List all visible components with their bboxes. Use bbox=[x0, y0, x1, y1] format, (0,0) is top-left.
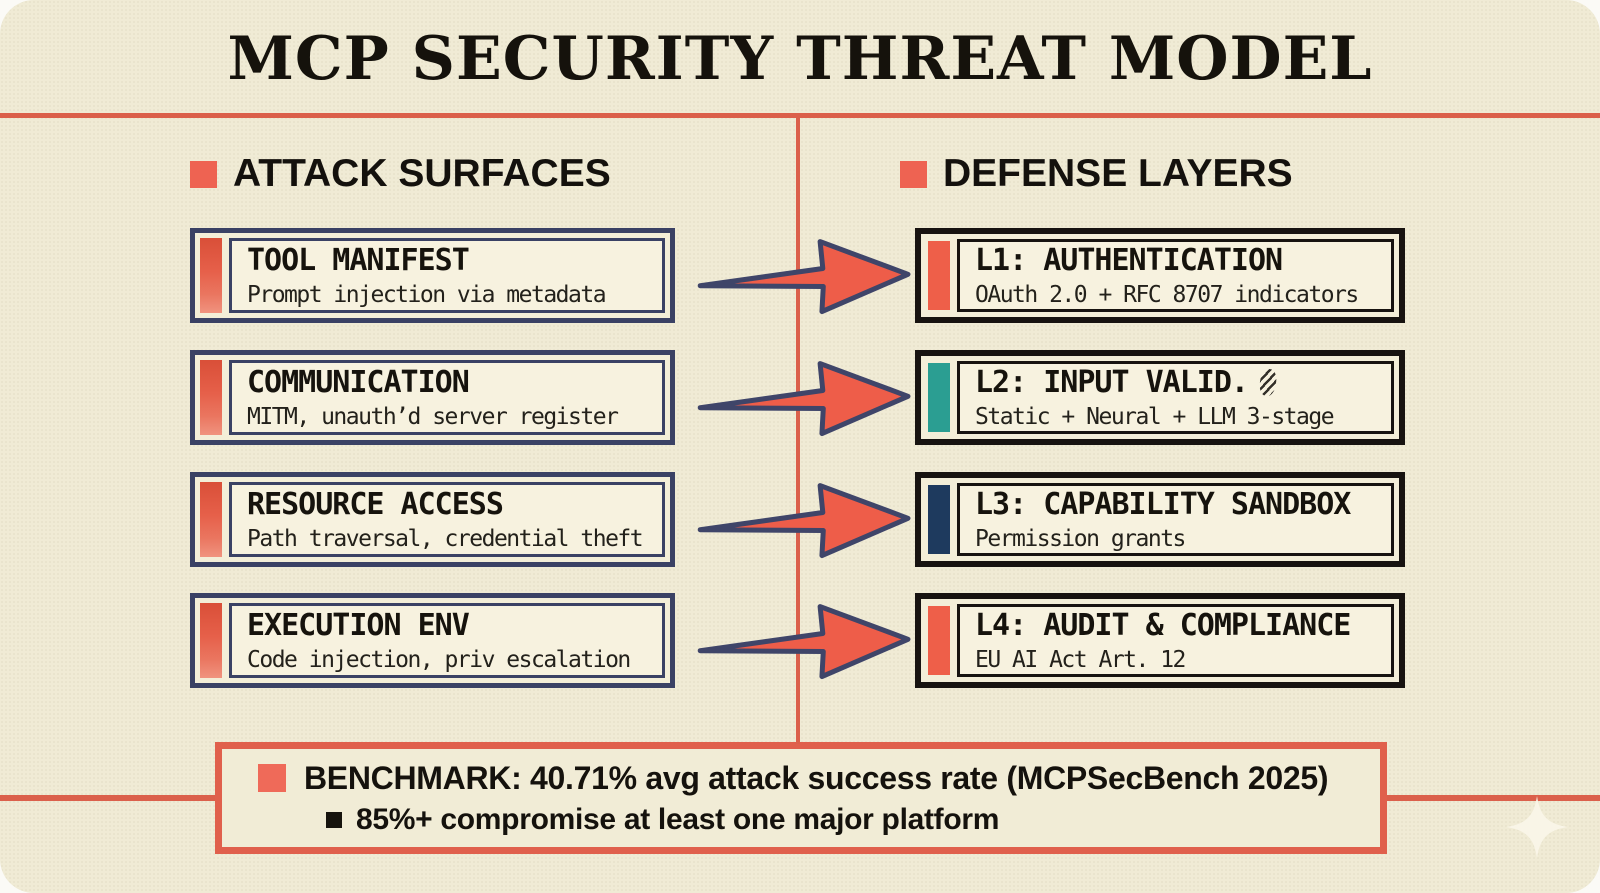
benchmark-line2: 85%+ compromise at least one major platf… bbox=[356, 802, 1000, 836]
defense-box-subtitle: EU AI Act Art. 12 bbox=[975, 647, 1186, 673]
attack-box-execution-env: EXECUTION ENV Code injection, priv escal… bbox=[190, 593, 684, 698]
layer-color-stripe bbox=[928, 606, 950, 675]
page-title: MCP SECURITY THREAT MODEL bbox=[227, 24, 1373, 94]
red-square-bullet-icon bbox=[190, 160, 217, 188]
defense-box-subtitle: Static + Neural + LLM 3-stage bbox=[975, 404, 1335, 430]
salmon-stripe bbox=[200, 482, 222, 557]
salmon-stripe bbox=[200, 603, 222, 678]
attack-box-tool-manifest: TOOL MANIFEST Prompt injection via metad… bbox=[190, 228, 684, 333]
defense-box-l1-authentication: L1: AUTHENTICATION OAuth 2.0 + RFC 8707 … bbox=[915, 228, 1413, 332]
attack-box-title: TOOL MANIFEST bbox=[247, 243, 470, 278]
salmon-stripe bbox=[200, 238, 222, 313]
arrow-icon bbox=[697, 239, 911, 315]
red-square-bullet-icon bbox=[258, 764, 286, 792]
defense-box-title: L1: AUTHENTICATION bbox=[975, 243, 1283, 278]
defense-box-subtitle: OAuth 2.0 + RFC 8707 indicators bbox=[975, 282, 1359, 308]
hatched-scribble-icon bbox=[1258, 368, 1278, 397]
arrow-icon bbox=[697, 483, 911, 559]
salmon-stripe bbox=[200, 360, 222, 435]
black-square-bullet-icon bbox=[326, 811, 342, 828]
arrow-icon bbox=[697, 361, 911, 437]
red-square-bullet-icon bbox=[900, 160, 927, 188]
layer-color-stripe bbox=[928, 485, 950, 554]
attack-box-subtitle: MITM, unauth’d server register bbox=[247, 404, 619, 430]
defense-box-title: L3: CAPABILITY SANDBOX bbox=[975, 487, 1351, 522]
attack-box-subtitle: Code injection, priv escalation bbox=[247, 647, 631, 673]
attack-surfaces-label: ATTACK SURFACES bbox=[233, 152, 611, 195]
attack-box-title: RESOURCE ACCESS bbox=[247, 487, 504, 522]
defense-layers-label: DEFENSE LAYERS bbox=[943, 152, 1293, 195]
benchmark-box: BENCHMARK: 40.71% avg attack success rat… bbox=[215, 742, 1387, 854]
center-divider-line bbox=[796, 118, 800, 744]
sparkle-icon bbox=[1506, 796, 1568, 858]
benchmark-line1: BENCHMARK: 40.71% avg attack success rat… bbox=[304, 759, 1329, 796]
layer-color-stripe bbox=[928, 363, 950, 432]
attack-box-communication: COMMUNICATION MITM, unauth’d server regi… bbox=[190, 350, 684, 455]
defense-box-subtitle: Permission grants bbox=[975, 526, 1186, 552]
top-divider-line bbox=[0, 113, 1600, 118]
attack-box-subtitle: Prompt injection via metadata bbox=[247, 282, 607, 308]
layer-color-stripe bbox=[928, 241, 950, 310]
bottom-left-line bbox=[0, 795, 215, 801]
attack-box-title: EXECUTION ENV bbox=[247, 608, 470, 643]
attack-box-resource-access: RESOURCE ACCESS Path traversal, credenti… bbox=[190, 472, 684, 577]
defense-box-l3-capability-sandbox: L3: CAPABILITY SANDBOX Permission grants bbox=[915, 472, 1413, 576]
defense-box-title: L2: INPUT VALID. bbox=[975, 365, 1249, 400]
defense-box-title: L4: AUDIT & COMPLIANCE bbox=[975, 608, 1351, 643]
attack-surfaces-header: ATTACK SURFACES bbox=[190, 152, 611, 196]
attack-box-subtitle: Path traversal, credential theft bbox=[247, 526, 644, 552]
bottom-right-line bbox=[1387, 795, 1600, 801]
defense-layers-header: DEFENSE LAYERS bbox=[900, 152, 1293, 196]
defense-box-l2-input-validation: L2: INPUT VALID. Static + Neural + LLM 3… bbox=[915, 350, 1413, 454]
attack-box-title: COMMUNICATION bbox=[247, 365, 470, 400]
arrow-icon bbox=[697, 604, 911, 680]
defense-box-l4-audit-compliance: L4: AUDIT & COMPLIANCE EU AI Act Art. 12 bbox=[915, 593, 1413, 697]
